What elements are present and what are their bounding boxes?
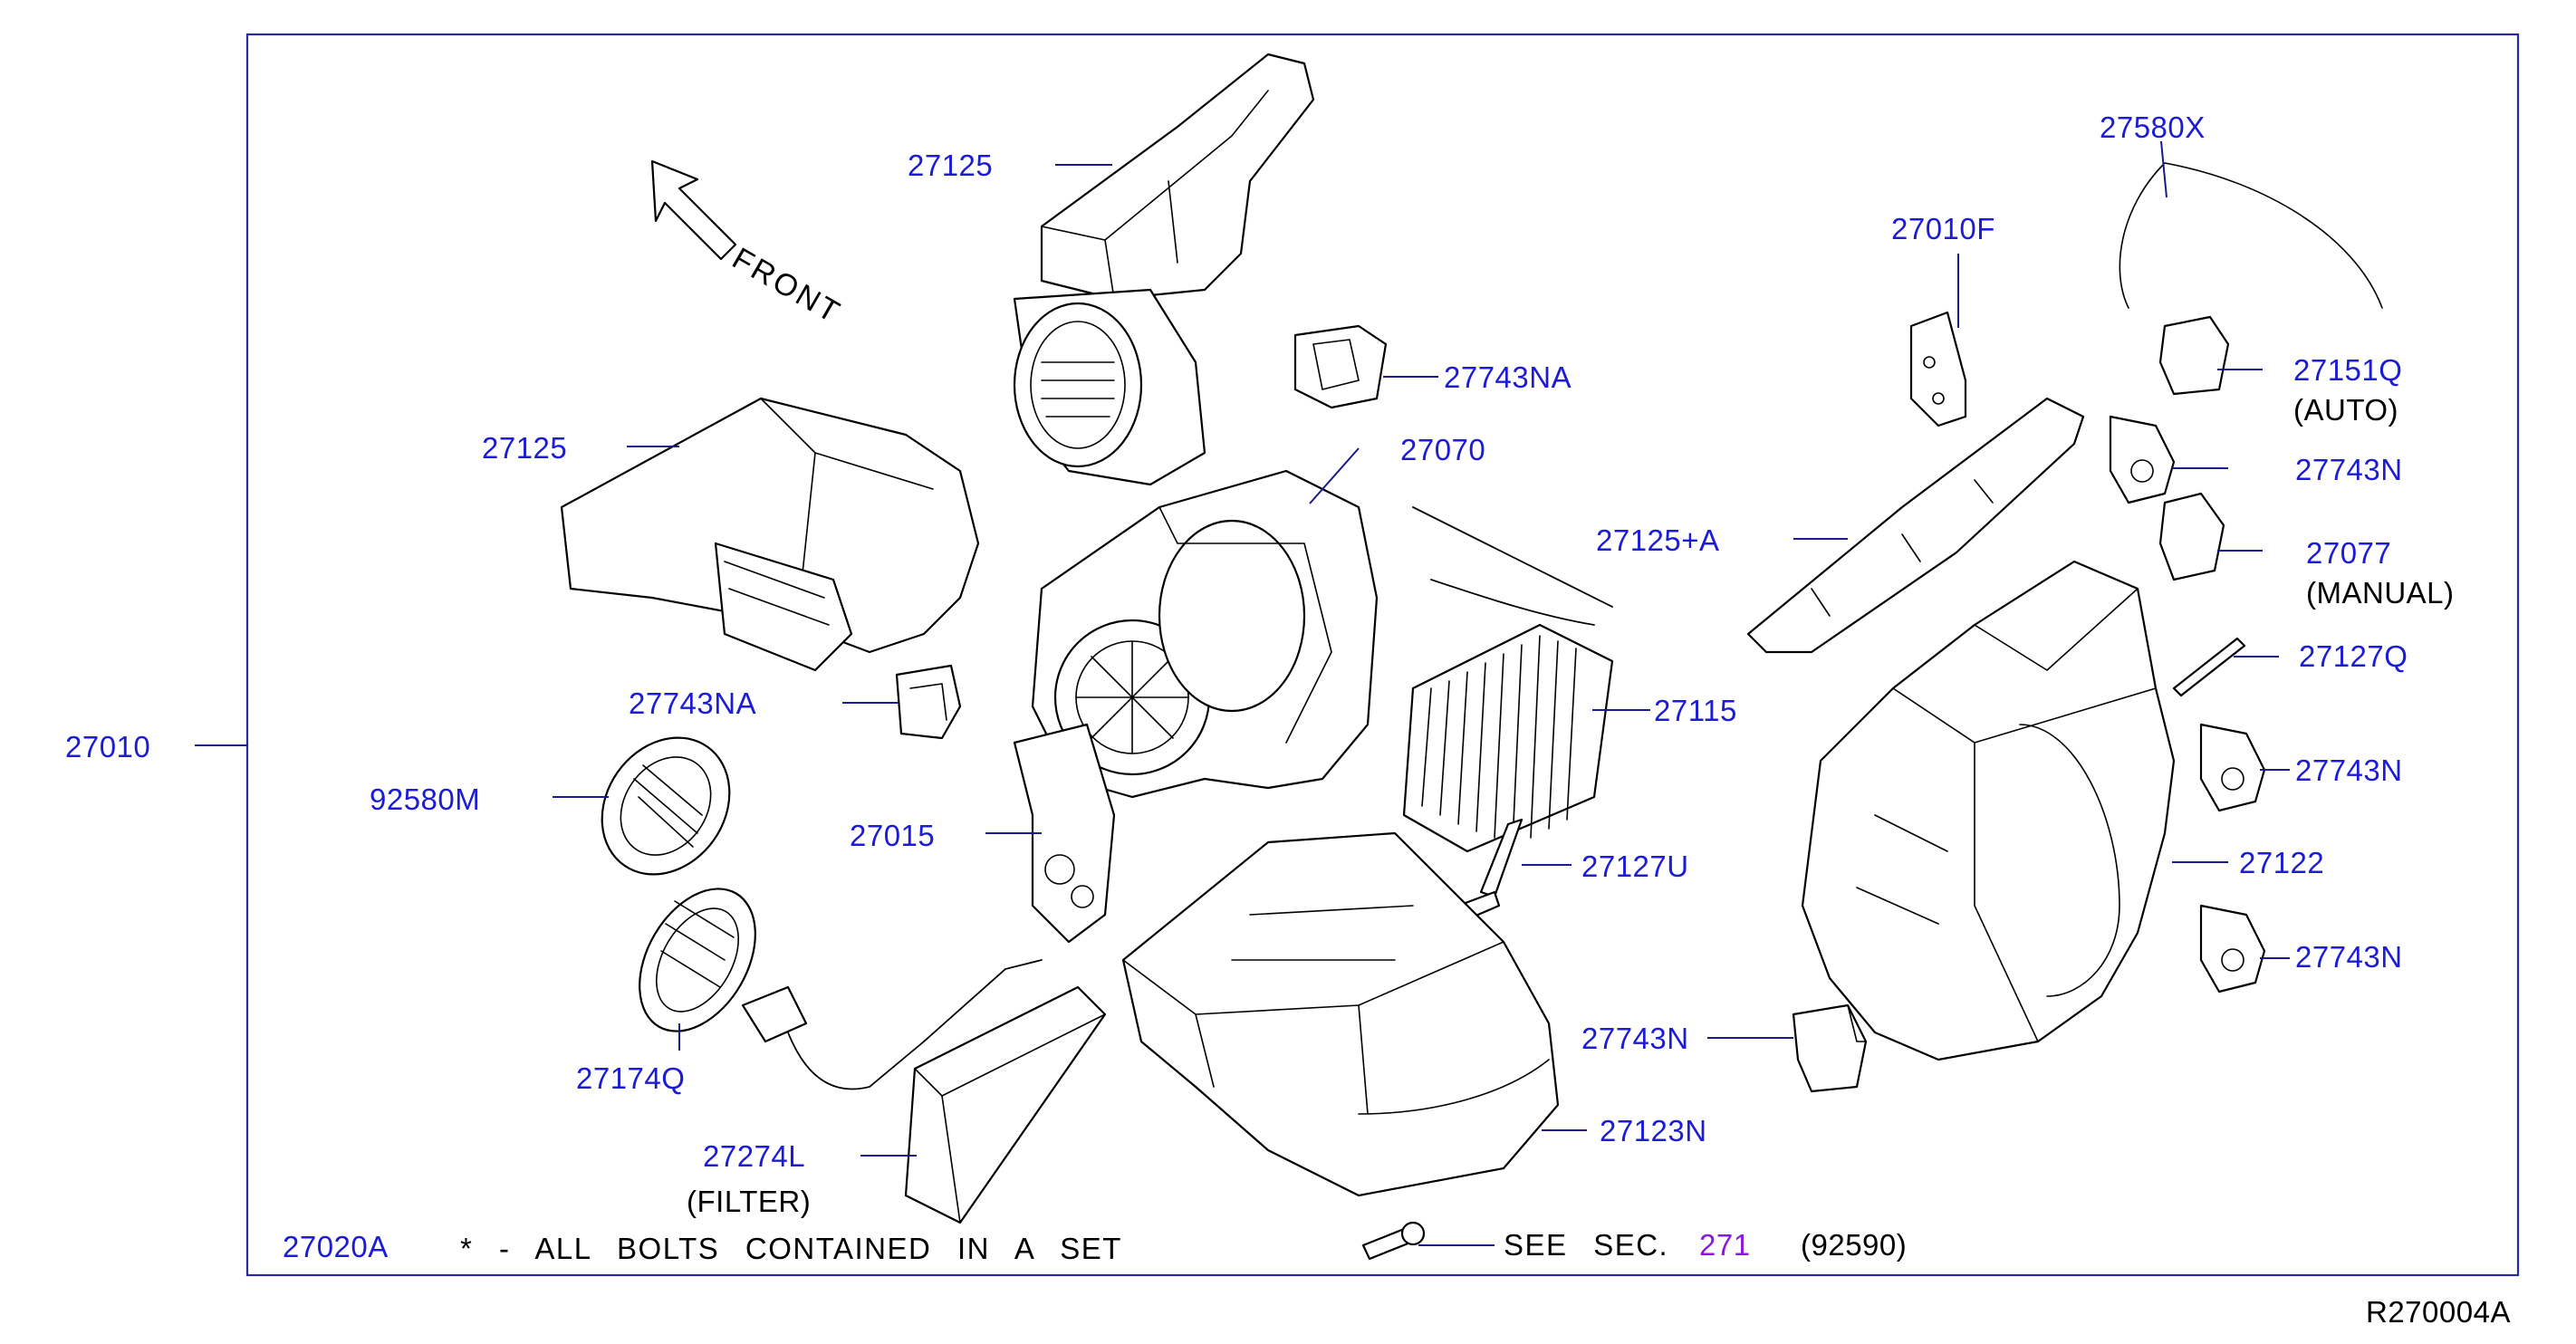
see-sec-link[interactable]: 271 [1699, 1228, 1751, 1262]
actuator-27743N-lower [1792, 1003, 1868, 1093]
label-27127Q[interactable]: 27127Q [2299, 639, 2408, 673]
heater-core-27115 [1402, 506, 1614, 853]
actuator-27743N-r3 [2199, 904, 2266, 994]
label-27743NA-top[interactable]: 27743NA [1444, 360, 1572, 394]
label-27151Q[interactable]: 27151Q [2293, 353, 2403, 387]
label-27743N-r2[interactable]: 27743N [2295, 754, 2403, 787]
module-27151Q [2158, 315, 2230, 396]
label-92580M[interactable]: 92580M [370, 782, 481, 816]
label-27077[interactable]: 27077 [2306, 536, 2392, 570]
label-27274L[interactable]: 27274L [703, 1139, 806, 1173]
module-27077 [2158, 492, 2225, 581]
label-27151Q-note: (AUTO) [2293, 393, 2399, 427]
bracket-27010F [1909, 311, 1967, 427]
label-27115[interactable]: 27115 [1654, 694, 1737, 727]
label-27580X[interactable]: 27580X [2100, 110, 2206, 144]
foot-duct-27125A [1746, 397, 2085, 654]
label-27743N-r3[interactable]: 27743N [2295, 940, 2403, 974]
actuator-27743NA-left [895, 664, 962, 740]
label-27070[interactable]: 27070 [1400, 433, 1486, 466]
bracket-27015 [1013, 723, 1116, 944]
front-arrow-icon [650, 159, 737, 261]
heater-case-27122 [1801, 560, 2176, 1061]
label-27010[interactable]: 27010 [65, 730, 151, 763]
label-27125-top[interactable]: 27125 [908, 149, 994, 182]
label-27020A[interactable]: 27020A [283, 1230, 389, 1263]
link-27127Q [2172, 637, 2246, 697]
actuator-27743N-r2 [2199, 723, 2266, 812]
leader-lines [195, 140, 2290, 1246]
label-27010F[interactable]: 27010F [1891, 212, 1995, 245]
adapter-27174Q [639, 888, 756, 1032]
label-27015[interactable]: 27015 [850, 819, 936, 852]
label-27274L-note: (FILTER) [687, 1185, 812, 1218]
lower-duct-27125 [560, 397, 980, 672]
label-27125-left[interactable]: 27125 [482, 431, 568, 465]
label-27174Q[interactable]: 27174Q [576, 1061, 686, 1095]
diagram-frame [245, 33, 2520, 1277]
actuator-27743NA-top [1293, 324, 1388, 409]
wire-27580X [2119, 162, 2383, 309]
label-27077-note: (MANUAL) [2306, 576, 2455, 610]
grille-92580M [601, 736, 731, 876]
see-sec-part: (92590) [1801, 1228, 1908, 1262]
filter-27274L [904, 985, 1107, 1224]
bolts-note: * - ALL BOLTS CONTAINED IN A SET [460, 1232, 1122, 1265]
label-27122[interactable]: 27122 [2239, 846, 2325, 879]
screw-92590 [1361, 1221, 1426, 1261]
label-27123N[interactable]: 27123N [1600, 1114, 1707, 1147]
diagram-id: R270004A [2366, 1295, 2511, 1329]
see-sec-text: SEE SEC. [1504, 1228, 1669, 1262]
actuator-27743N-r1 [2109, 415, 2176, 504]
upper-duct-27125 [1013, 53, 1315, 486]
aspirator-hose [741, 959, 1043, 1090]
label-27743NA-left[interactable]: 27743NA [629, 686, 757, 720]
label-27125A[interactable]: 27125+A [1596, 523, 1720, 557]
label-27743N-r1[interactable]: 27743N [2295, 453, 2403, 486]
label-27743N-lower[interactable]: 27743N [1581, 1022, 1689, 1055]
lower-case-27123N [1121, 831, 1560, 1197]
label-27127U[interactable]: 27127U [1581, 850, 1689, 883]
